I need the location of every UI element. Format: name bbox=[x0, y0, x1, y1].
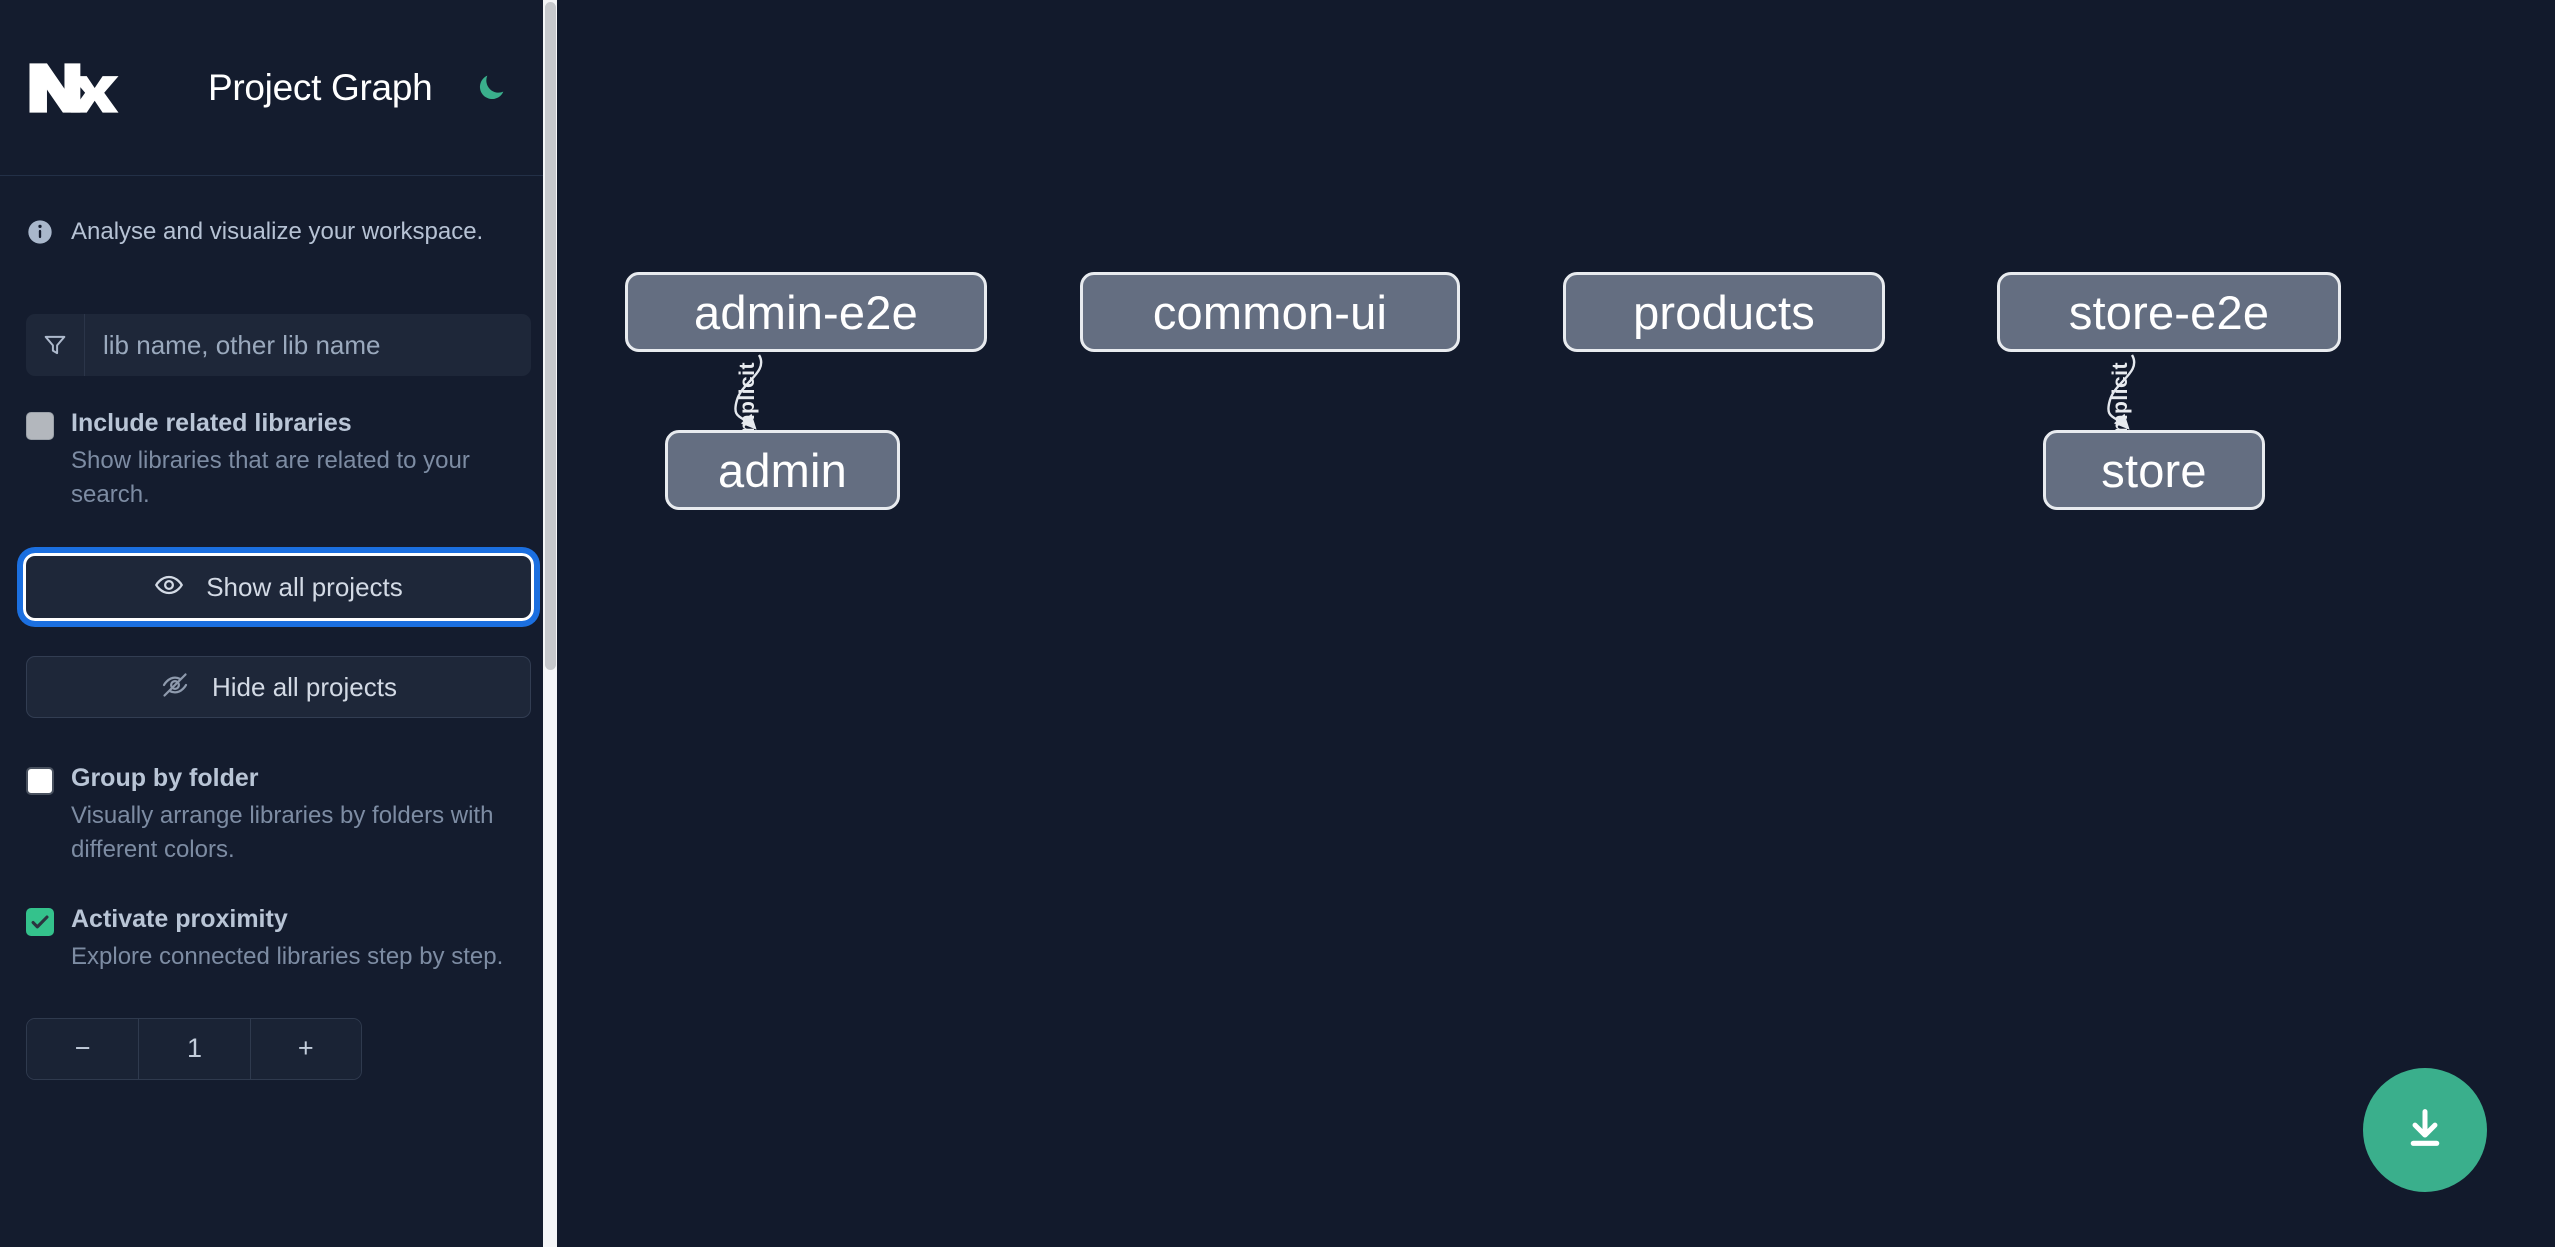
hide-all-projects-label: Hide all projects bbox=[212, 671, 397, 702]
option-activate-proximity[interactable]: Activate proximity Explore connected lib… bbox=[26, 905, 531, 974]
show-all-projects-button[interactable]: Show all projects bbox=[20, 550, 537, 625]
sidebar-body: Analyse and visualize your workspace. In… bbox=[0, 176, 557, 1080]
workspace-blurb: Analyse and visualize your workspace. bbox=[26, 176, 531, 263]
proximity-decrement-button[interactable]: − bbox=[27, 1018, 139, 1079]
show-all-projects-label: Show all projects bbox=[206, 571, 403, 602]
sidebar-scrollbar-track[interactable] bbox=[543, 0, 557, 1247]
proximity-value: 1 bbox=[138, 1018, 250, 1079]
activate-proximity-description: Explore connected libraries step by step… bbox=[71, 942, 504, 970]
activate-proximity-checkbox[interactable] bbox=[26, 908, 54, 936]
graph-node-common-ui[interactable]: common-ui bbox=[1080, 272, 1460, 352]
option-include-related-libraries[interactable]: Include related libraries Show libraries… bbox=[26, 409, 531, 512]
info-icon bbox=[26, 218, 54, 246]
filter-icon bbox=[26, 314, 85, 377]
search-input[interactable] bbox=[85, 314, 531, 377]
page-title: Project Graph bbox=[208, 66, 433, 108]
option-group-by-folder[interactable]: Group by folder Visually arrange librari… bbox=[26, 764, 531, 867]
nx-logo-icon bbox=[26, 57, 122, 119]
include-related-libraries-label: Include related libraries bbox=[71, 409, 352, 438]
visibility-button-group: Show all projects Hide all projects bbox=[20, 550, 537, 719]
workspace-blurb-text: Analyse and visualize your workspace. bbox=[71, 218, 484, 245]
moon-icon[interactable] bbox=[470, 67, 512, 109]
sidebar-scrollbar-thumb[interactable] bbox=[545, 2, 556, 670]
download-icon bbox=[2399, 1103, 2451, 1158]
hide-all-projects-button[interactable]: Hide all projects bbox=[26, 656, 531, 719]
proximity-stepper: − 1 + bbox=[26, 1017, 362, 1080]
graph-node-products[interactable]: products bbox=[1563, 272, 1885, 352]
edge-store-e2e-to-store bbox=[2107, 354, 2136, 430]
graph-node-admin-e2e[interactable]: admin-e2e bbox=[625, 272, 987, 352]
include-related-libraries-description: Show libraries that are related to your … bbox=[71, 446, 470, 509]
group-by-folder-label: Group by folder bbox=[71, 764, 259, 793]
include-related-libraries-checkbox[interactable] bbox=[26, 412, 54, 441]
edge-admin-e2e-to-admin bbox=[734, 354, 763, 430]
download-graph-button[interactable] bbox=[2363, 1068, 2487, 1192]
sidebar-header: Project Graph bbox=[0, 0, 557, 176]
edge-label-store-implicit: implicit bbox=[2109, 362, 2132, 440]
group-by-folder-checkbox[interactable] bbox=[26, 767, 54, 796]
activate-proximity-label: Activate proximity bbox=[71, 905, 288, 933]
sidebar: Project Graph Analyse and visualize your… bbox=[0, 0, 557, 1247]
edge-label-admin-implicit: implicit bbox=[736, 362, 759, 440]
eye-off-icon bbox=[160, 670, 190, 705]
search-field[interactable] bbox=[26, 314, 531, 377]
proximity-increment-button[interactable]: + bbox=[249, 1018, 361, 1079]
graph-node-admin[interactable]: admin bbox=[665, 430, 900, 510]
graph-node-store-e2e[interactable]: store-e2e bbox=[1997, 272, 2341, 352]
group-by-folder-description: Visually arrange libraries by folders wi… bbox=[71, 801, 494, 863]
eye-icon bbox=[154, 570, 184, 605]
graph-edges bbox=[734, 354, 2136, 430]
graph-node-store[interactable]: store bbox=[2043, 430, 2265, 510]
graph-canvas[interactable]: implicit implicit admin-e2e admin common… bbox=[557, 0, 2555, 1247]
